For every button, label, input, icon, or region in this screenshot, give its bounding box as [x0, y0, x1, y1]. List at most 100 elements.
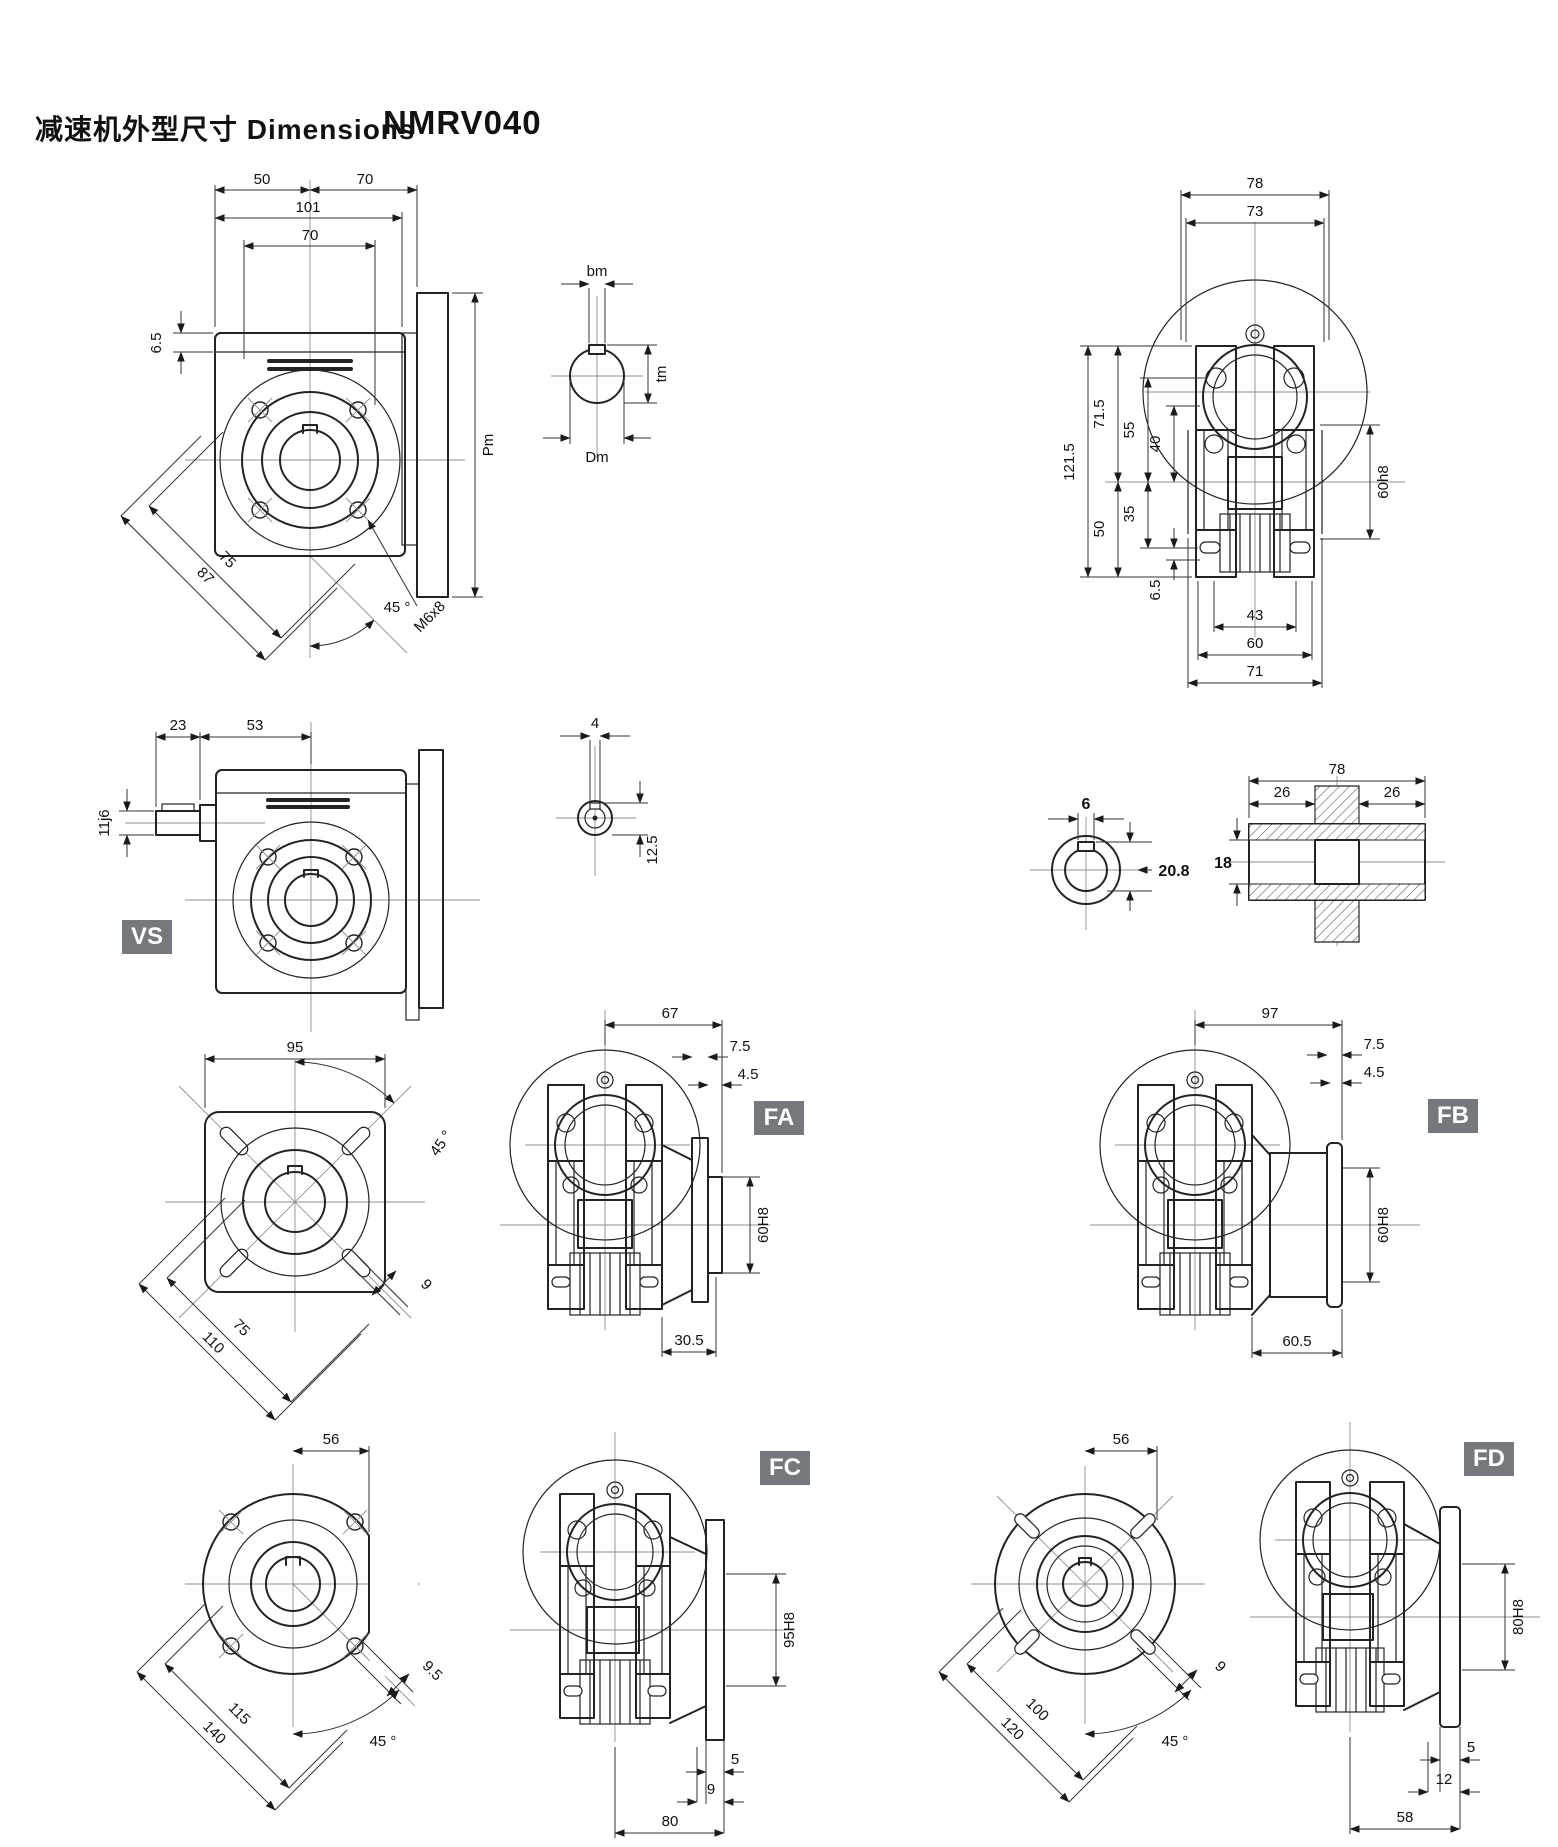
drawing-side: 78 73 121.5 71.5 55 40 50 35 6.5 60h8 43 — [1061, 175, 1405, 688]
front-centerlines — [185, 180, 465, 658]
fcf-outline — [202, 1492, 418, 1676]
label-fa: FA — [754, 1101, 804, 1135]
dim-fa-30-5: 30.5 — [674, 1332, 703, 1349]
fa-centerlines — [500, 1010, 770, 1330]
hollow-dimensions: 78 26 26 18 — [1214, 761, 1426, 906]
keyv-outline — [556, 746, 636, 876]
dim-fdf-120: 120 — [997, 1714, 1027, 1744]
dim-fdf-100: 100 — [1022, 1695, 1052, 1725]
drawing-bore-section: 6 20.8 — [1030, 796, 1190, 930]
hollow-outline — [1229, 776, 1445, 946]
dim-front-70-top: 70 — [357, 171, 374, 188]
drawing-fd-face: 56 100 120 9 45 ° — [938, 1431, 1229, 1803]
drawing-key-section-output: bm tm Dm — [543, 263, 670, 466]
dim-vs-23: 23 — [170, 717, 187, 734]
view-fd: 80H8 5 12 58 — [1200, 1392, 1558, 1847]
view-key-section-output: bm tm Dm — [535, 258, 685, 473]
keyv-dimensions: 4 12.5 — [560, 715, 661, 865]
dim-fd-5: 5 — [1467, 1739, 1475, 1756]
vs-dimensions: 23 53 11j6 — [96, 717, 312, 857]
dim-side-40: 40 — [1147, 436, 1164, 453]
dim-fcf-115: 115 — [225, 1699, 254, 1728]
drawing-square-flange: 95 45 ° 75 110 9 — [138, 1039, 456, 1421]
dim-keyv-12-5: 12.5 — [644, 835, 661, 864]
label-fd: FD — [1464, 1442, 1514, 1476]
view-fa: 67 7.5 4.5 60H8 30.5 — [440, 985, 810, 1385]
dim-fcf-56: 56 — [323, 1431, 340, 1448]
side-dimensions: 78 73 121.5 71.5 55 40 50 35 6.5 60h8 43 — [1061, 175, 1392, 688]
dim-front-pm: Pm — [480, 434, 497, 457]
dim-side-43: 43 — [1247, 607, 1264, 624]
dim-side-35: 35 — [1121, 506, 1138, 523]
dim-front-75: 75 — [215, 548, 239, 572]
keym-dimensions: bm tm Dm — [543, 263, 670, 466]
view-fc: 95H8 5 9 80 — [450, 1402, 810, 1847]
vs-centerlines — [125, 722, 480, 1032]
side-gearbox-outline — [1142, 279, 1368, 578]
dim-fd-58: 58 — [1397, 1809, 1414, 1826]
dim-fd-80h8: 80H8 — [1510, 1599, 1527, 1635]
dim-vs-11j6: 11j6 — [96, 809, 113, 836]
dim-sqf-95: 95 — [287, 1039, 304, 1056]
dim-bore-20-8: 20.8 — [1158, 863, 1189, 880]
keym-outline — [551, 296, 643, 458]
dim-fb-7-5: 7.5 — [1364, 1036, 1385, 1053]
dim-fc-5: 5 — [731, 1751, 739, 1768]
page-title: 减速机外型尺寸 Dimensions — [35, 114, 416, 145]
side-centerlines — [1105, 222, 1405, 637]
bore-outline — [1030, 817, 1144, 930]
dim-fa-67: 67 — [662, 1005, 679, 1022]
dim-fb-97: 97 — [1262, 1005, 1279, 1022]
fb-dimensions: 97 7.5 4.5 60H8 60.5 — [1194, 1005, 1392, 1358]
view-fc-face: 56 115 140 9.5 45 ° — [115, 1412, 475, 1837]
sqf-dimensions: 95 45 ° 75 110 9 — [138, 1039, 456, 1421]
view-side: 78 73 121.5 71.5 55 40 50 35 6.5 60h8 43 — [1050, 162, 1470, 707]
dim-sqf-9: 9 — [417, 1276, 435, 1294]
dim-fcf-45deg: 45 ° — [370, 1733, 397, 1750]
fa-dimensions: 67 7.5 4.5 60H8 30.5 — [604, 1005, 772, 1357]
fc-gearbox-outline — [522, 1459, 725, 1741]
dim-hollow-78: 78 — [1329, 761, 1346, 778]
fc-dimensions: 95H8 5 9 80 — [614, 1573, 798, 1838]
model-number: NMRV040 — [383, 104, 542, 141]
view-hollow-shaft: 78 26 26 18 — [1214, 752, 1460, 952]
dim-fc-95h8: 95H8 — [781, 1612, 798, 1648]
dim-fb-4-5: 4.5 — [1364, 1064, 1385, 1081]
dim-fcf-140: 140 — [199, 1718, 229, 1748]
dim-front-45deg: 45 ° — [384, 599, 411, 616]
dim-fdf-45deg: 45 ° — [1162, 1733, 1189, 1750]
fb-gearbox-outline — [1099, 1049, 1343, 1316]
dim-sqf-110: 110 — [199, 1328, 228, 1357]
dim-side-78: 78 — [1247, 175, 1264, 192]
dim-side-6-5: 6.5 — [1147, 580, 1164, 601]
dim-side-73: 73 — [1247, 203, 1264, 220]
dim-front-87: 87 — [193, 564, 217, 588]
dim-keym-bm: bm — [587, 263, 608, 280]
dim-front-70-inner: 70 — [302, 227, 319, 244]
dim-side-71: 71 — [1247, 663, 1264, 680]
view-vs: 23 53 11j6 — [85, 692, 525, 1052]
label-fc: FC — [760, 1451, 810, 1485]
dim-keym-dm: Dm — [585, 449, 608, 466]
dim-side-60h8: 60h8 — [1375, 465, 1392, 498]
dim-fc-80: 80 — [662, 1813, 679, 1830]
dim-sqf-75: 75 — [229, 1316, 253, 1340]
dim-side-71-5: 71.5 — [1091, 399, 1108, 428]
dim-bore-6: 6 — [1082, 796, 1091, 813]
dim-side-121-5: 121.5 — [1061, 443, 1078, 481]
drawing-fc: 95H8 5 9 80 — [510, 1432, 798, 1838]
dim-front-101: 101 — [295, 199, 320, 216]
front-gearbox-outline — [214, 292, 449, 598]
dim-side-50: 50 — [1091, 521, 1108, 538]
dim-fa-7-5: 7.5 — [730, 1038, 751, 1055]
dim-hollow-18: 18 — [1214, 855, 1232, 872]
fdf-centerlines — [971, 1466, 1205, 1724]
drawing-front: 50 70 101 70 6.5 Pm 75 87 45 ° M6x8 — [120, 171, 497, 661]
dim-hollow-26-left: 26 — [1274, 784, 1291, 801]
dim-fb-60-5: 60.5 — [1282, 1333, 1311, 1350]
dim-side-55: 55 — [1121, 422, 1138, 439]
dim-front-m6x8: M6x8 — [411, 598, 449, 636]
view-bore-section: 6 20.8 — [1012, 795, 1202, 945]
fdf-outline — [994, 1493, 1176, 1675]
drawing-fa: 67 7.5 4.5 60H8 30.5 — [500, 1005, 772, 1357]
